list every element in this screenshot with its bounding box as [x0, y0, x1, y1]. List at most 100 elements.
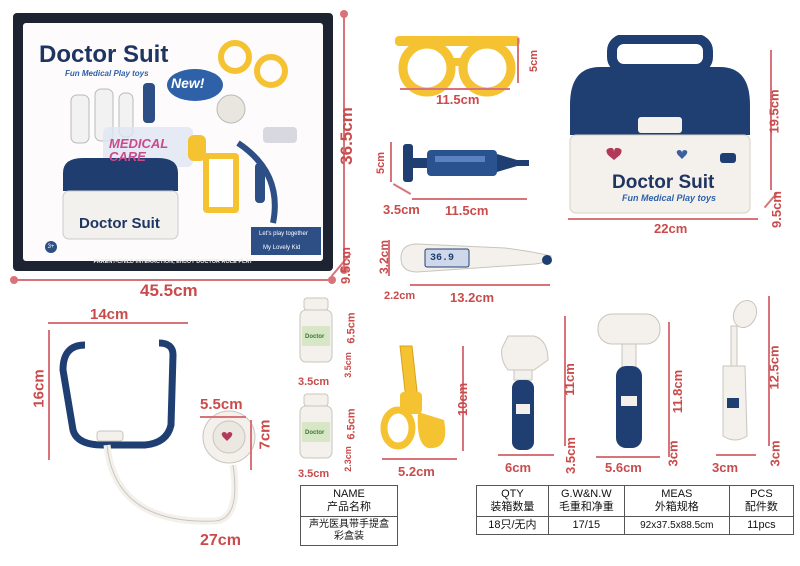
thermo-depth-label: 2.2cm [384, 290, 416, 302]
meas-value: 92x37.5x88.5cm [623, 516, 730, 535]
toy-thermometer [400, 243, 552, 273]
syringe-height-line [390, 142, 392, 182]
weight-value: 17/15 [547, 516, 625, 535]
dim-dot [328, 276, 336, 284]
case-depth-label: 9.5cm [768, 191, 784, 228]
box-brand: Doctor Suit [39, 41, 169, 68]
scissors-width-line [382, 458, 457, 460]
thermo-width-label: 13.2cm [450, 290, 495, 305]
box-tag-2: My Lovely Kid [263, 245, 301, 251]
toy-reflex-hammer [597, 313, 661, 448]
toy-stethoscope [59, 339, 256, 525]
box-height-label: 36.5cm [336, 107, 356, 165]
steth-height-label: 16cm [30, 369, 48, 408]
toy-scissors [380, 345, 446, 450]
case-width-line [568, 218, 758, 220]
otoscope-width-line [498, 454, 554, 456]
steth-head-label: 5.5cm [200, 396, 243, 413]
mirror-width-label: 3cm [712, 460, 739, 475]
mirror-depth-label: 3cm [767, 440, 783, 467]
box-front-brand: Doctor Suit [79, 215, 160, 232]
bottle2-height-label: 6.5cm [345, 408, 358, 440]
box-subtitle: Fun Medical Play toys [65, 69, 149, 78]
toy-carry-case [569, 35, 751, 214]
bottle1-width-label: 3.5cm [298, 376, 330, 388]
scissors-height-label: 10cm [455, 382, 471, 417]
bottle2-width-label: 3.5cm [298, 468, 330, 480]
box-width-label: 45.5cm [140, 281, 198, 300]
steth-head-h-line [250, 420, 252, 470]
hammer-height-label: 11.8cm [670, 369, 686, 414]
scissors-height-line [462, 346, 464, 451]
steth-width-line [48, 322, 188, 324]
thermo-height-label: 3.2cm [377, 239, 392, 275]
box-contents-illustration [62, 40, 321, 255]
thermo-width-line [410, 284, 550, 286]
syringe-width-line [412, 198, 527, 200]
steth-width-label: 14cm [90, 306, 129, 323]
toy-dental-mirror [722, 299, 758, 441]
glasses-width-line [400, 88, 510, 90]
bottle1-height-label: 6.5cm [345, 312, 358, 344]
box-depth-label: 9.5cm [337, 247, 353, 284]
thermo-height-line [388, 240, 390, 276]
bottle-1-label: Doctor [305, 334, 325, 340]
package-box: Doctor Suit Fun Medical Play toys [13, 13, 333, 271]
steth-height-line [48, 330, 50, 460]
syringe-height-label: 5cm [375, 151, 388, 175]
hammer-depth-label: 3cm [665, 440, 681, 467]
otoscope-height-label: 11cm [561, 363, 577, 396]
mirror-width-line [716, 454, 756, 456]
syringe-width-label: 11.5cm [445, 203, 489, 218]
mirror-height-line [768, 296, 770, 446]
dim-dot [340, 266, 348, 274]
hammer-height-line [668, 322, 670, 457]
steth-head-h-label: 7cm [256, 419, 274, 450]
steth-length-label: 27cm [200, 532, 241, 549]
name-value: 声光医具带手提盒彩盒装 [300, 516, 398, 546]
hammer-width-line [596, 456, 660, 458]
glasses-height-label: 5cm [528, 49, 541, 73]
thermometer-display: 36.9 [430, 253, 455, 264]
case-width-label: 22cm [654, 221, 688, 236]
age-badge: 3+ [45, 241, 57, 253]
toy-syringe [403, 144, 529, 182]
toy-glasses [395, 36, 520, 97]
qty-value: 18只/无内 [476, 516, 549, 535]
package-box-window: Doctor Suit Fun Medical Play toys [23, 23, 323, 261]
toy-bottle-1 [299, 297, 333, 363]
bottle-2-label: Doctor [305, 430, 325, 436]
case-height-label: 19.5cm [766, 89, 782, 134]
medical-care-label: MEDICAL CARE [109, 136, 168, 164]
pcs-value: 11pcs [728, 516, 795, 535]
new-badge: New! [171, 75, 205, 91]
case-height-line [770, 50, 772, 190]
box-tag-1: Let's play together [259, 231, 308, 237]
otoscope-depth-label: 3.5cm [562, 437, 578, 474]
toy-bottle-2 [299, 393, 333, 459]
otoscope-height-line [564, 316, 566, 446]
toy-otoscope [501, 335, 549, 450]
otoscope-width-label: 6cm [505, 460, 532, 475]
hammer-width-label: 5.6cm [605, 460, 642, 475]
scissors-width-label: 5.2cm [398, 464, 435, 479]
box-footer-text: PARENT-CHILD INTERACTION, ENJOY DOCTOR R… [93, 259, 253, 265]
bottle2-depth-label: 2.3cm [342, 446, 353, 472]
syringe-depth-label: 3.5cm [383, 202, 420, 217]
glasses-width-label: 11.5cm [436, 92, 480, 107]
case-brand: Doctor Suit [612, 172, 715, 193]
box-height-line [343, 13, 345, 271]
steth-head-line [200, 416, 246, 418]
bottle1-depth-label: 3.5cm [342, 352, 353, 378]
mirror-height-label: 12.5cm [766, 345, 782, 390]
dim-dot [340, 10, 348, 18]
case-subtitle: Fun Medical Play toys [622, 193, 717, 203]
glasses-height-line [517, 38, 519, 83]
